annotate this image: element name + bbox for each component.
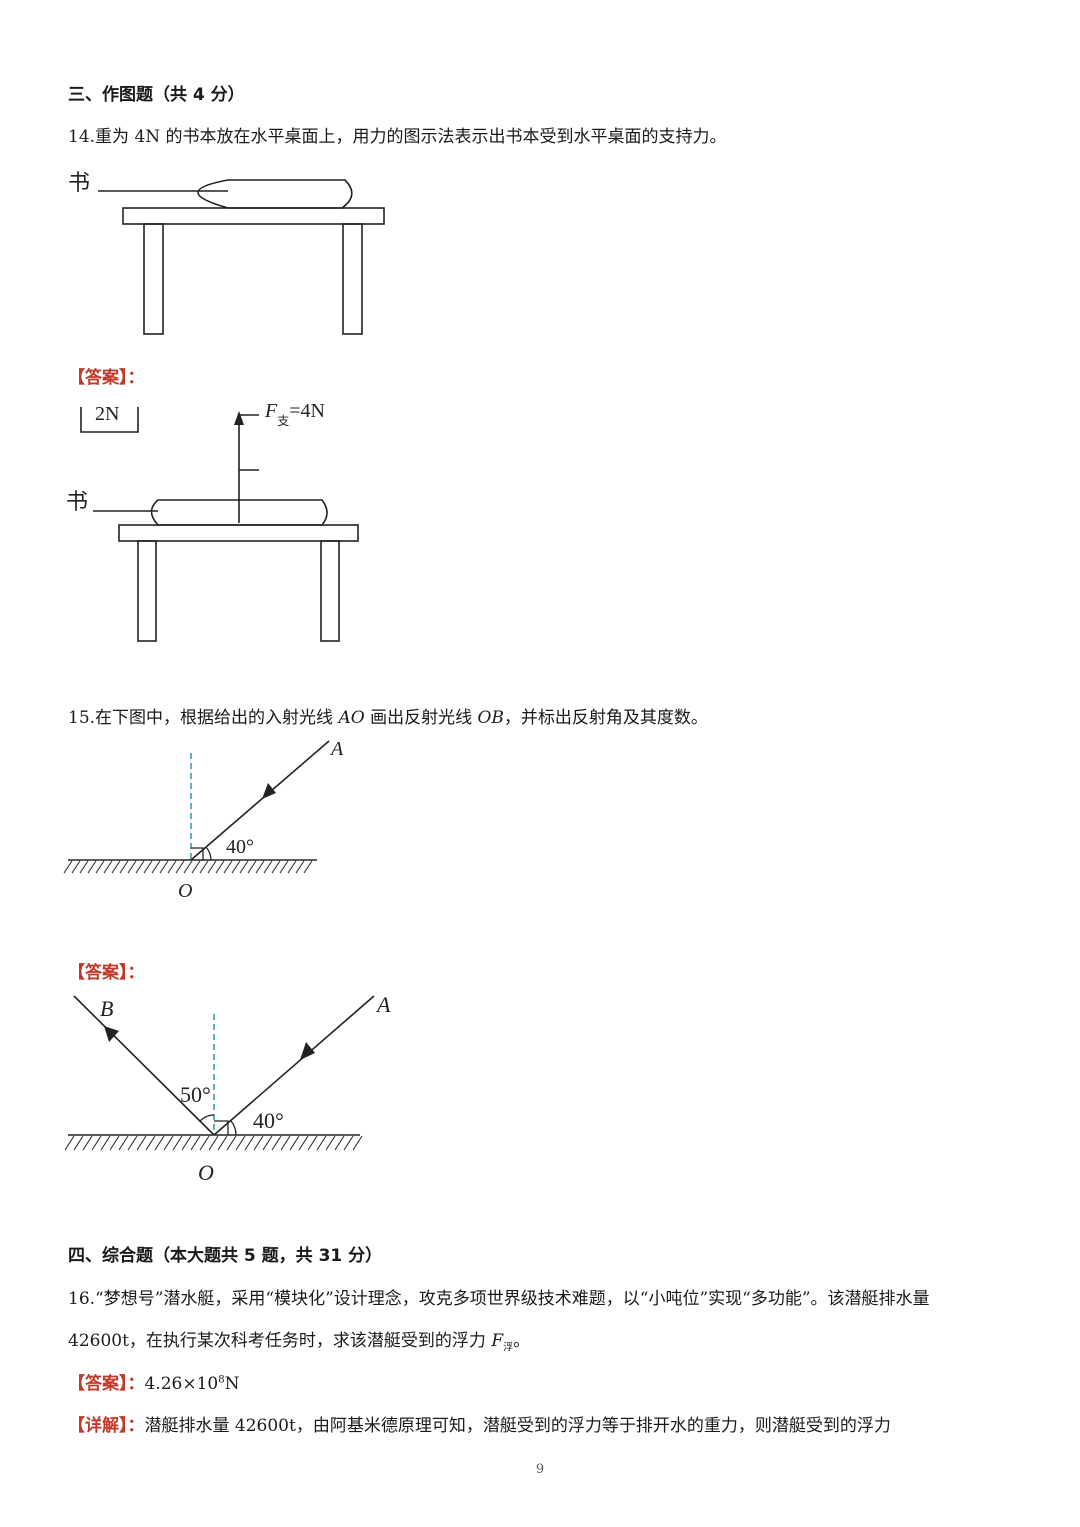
question-16-line-2: 42600t，在执行某次科考任务时，求该潜艇受到的浮力 F浮。 xyxy=(68,1331,531,1354)
question-16-answer-label: 【答案】： xyxy=(68,1374,145,1394)
table-leg-left xyxy=(137,540,157,642)
force-value: =4N xyxy=(289,400,325,422)
angle-arc-40 xyxy=(230,1120,237,1136)
question-16-answer: 【答案】：4.26×108N xyxy=(68,1369,239,1394)
buoyancy-subscript: 浮 xyxy=(503,1342,514,1354)
angle-40-label: 40° xyxy=(226,836,254,858)
question-15-figure: A 40° O xyxy=(63,738,344,902)
angle-50-label: 50° xyxy=(180,1082,211,1107)
answer-exponent: 8 xyxy=(218,1374,225,1386)
table-leg-left xyxy=(143,223,164,335)
section-3-heading: 三、作图题（共 4 分） xyxy=(68,85,245,105)
table-leg-right xyxy=(320,540,340,642)
angle-40-label: 40° xyxy=(253,1108,284,1133)
label-b: B xyxy=(100,996,113,1021)
question-16-line-1: 16.“梦想号”潜水艇，采用“模块化”设计理念，攻克多项世界级技术难题，以“小吨… xyxy=(68,1289,930,1309)
book-shape xyxy=(197,179,353,209)
right-angle-mark xyxy=(214,1120,229,1135)
incident-ray-arrow xyxy=(262,783,276,799)
question-15-answer-label: 【答案】： xyxy=(68,963,145,983)
label-a: A xyxy=(375,992,391,1017)
question-15-text: 15.在下图中，根据给出的入射光线 AO 画出反射光线 OB，并标出反射角及其度… xyxy=(68,708,708,728)
incident-ray xyxy=(213,995,375,1136)
reflected-ray xyxy=(73,995,215,1136)
answer-value: 4.26×10 xyxy=(144,1374,219,1394)
force-subscript: 支 xyxy=(277,414,289,428)
question-14-answer-figure: 2N F支=4N 书 xyxy=(66,400,359,642)
right-angle-mark xyxy=(191,847,204,860)
question-15-answer-figure: A B 50° 40° O xyxy=(64,992,391,1185)
ray-ob: OB xyxy=(477,708,504,728)
svg-text:F支=4N: F支=4N xyxy=(264,400,325,428)
table-leg-right xyxy=(342,223,363,335)
incident-ray-arrow xyxy=(300,1042,315,1060)
angle-arc xyxy=(205,846,212,861)
force-symbol: F xyxy=(264,400,278,422)
angle-arc-50 xyxy=(199,1114,215,1122)
ray-ao: AO xyxy=(338,708,365,728)
table-top xyxy=(122,207,385,225)
label-a: A xyxy=(329,738,344,760)
label-o: O xyxy=(178,880,192,902)
buoyancy-symbol: F xyxy=(491,1331,504,1351)
detail-text: 潜艇排水量 42600t，由阿基米德原理可知，潜艇受到的浮力等于排开水的重力，则… xyxy=(144,1416,891,1436)
force-arrow-head xyxy=(234,411,244,425)
question-14-answer-label: 【答案】： xyxy=(68,368,145,388)
scale-label: 2N xyxy=(95,403,119,425)
answer-unit: N xyxy=(224,1374,240,1394)
table-top xyxy=(118,524,359,542)
mirror-hatching xyxy=(64,1135,363,1151)
page-number: 9 xyxy=(535,1462,545,1477)
scale-bracket xyxy=(80,407,139,433)
incident-ray xyxy=(190,740,330,861)
label-o: O xyxy=(198,1160,214,1185)
question-16-detail-label: 【详解】： xyxy=(68,1416,145,1436)
book-label: 书 xyxy=(68,170,90,195)
question-14-text: 14.重为 4N 的书本放在水平桌面上，用力的图示法表示出书本受到水平桌面的支持… xyxy=(68,127,727,147)
book-label: 书 xyxy=(66,489,88,514)
section-4-heading: 四、综合题（本大题共 5 题，共 31 分） xyxy=(68,1246,383,1266)
question-16-detail: 【详解】：潜艇排水量 42600t，由阿基米德原理可知，潜艇受到的浮力等于排开水… xyxy=(68,1411,891,1436)
reflected-ray-arrow xyxy=(104,1026,119,1042)
mirror-hatching xyxy=(63,860,313,874)
question-14-figure: 书 xyxy=(68,170,385,335)
